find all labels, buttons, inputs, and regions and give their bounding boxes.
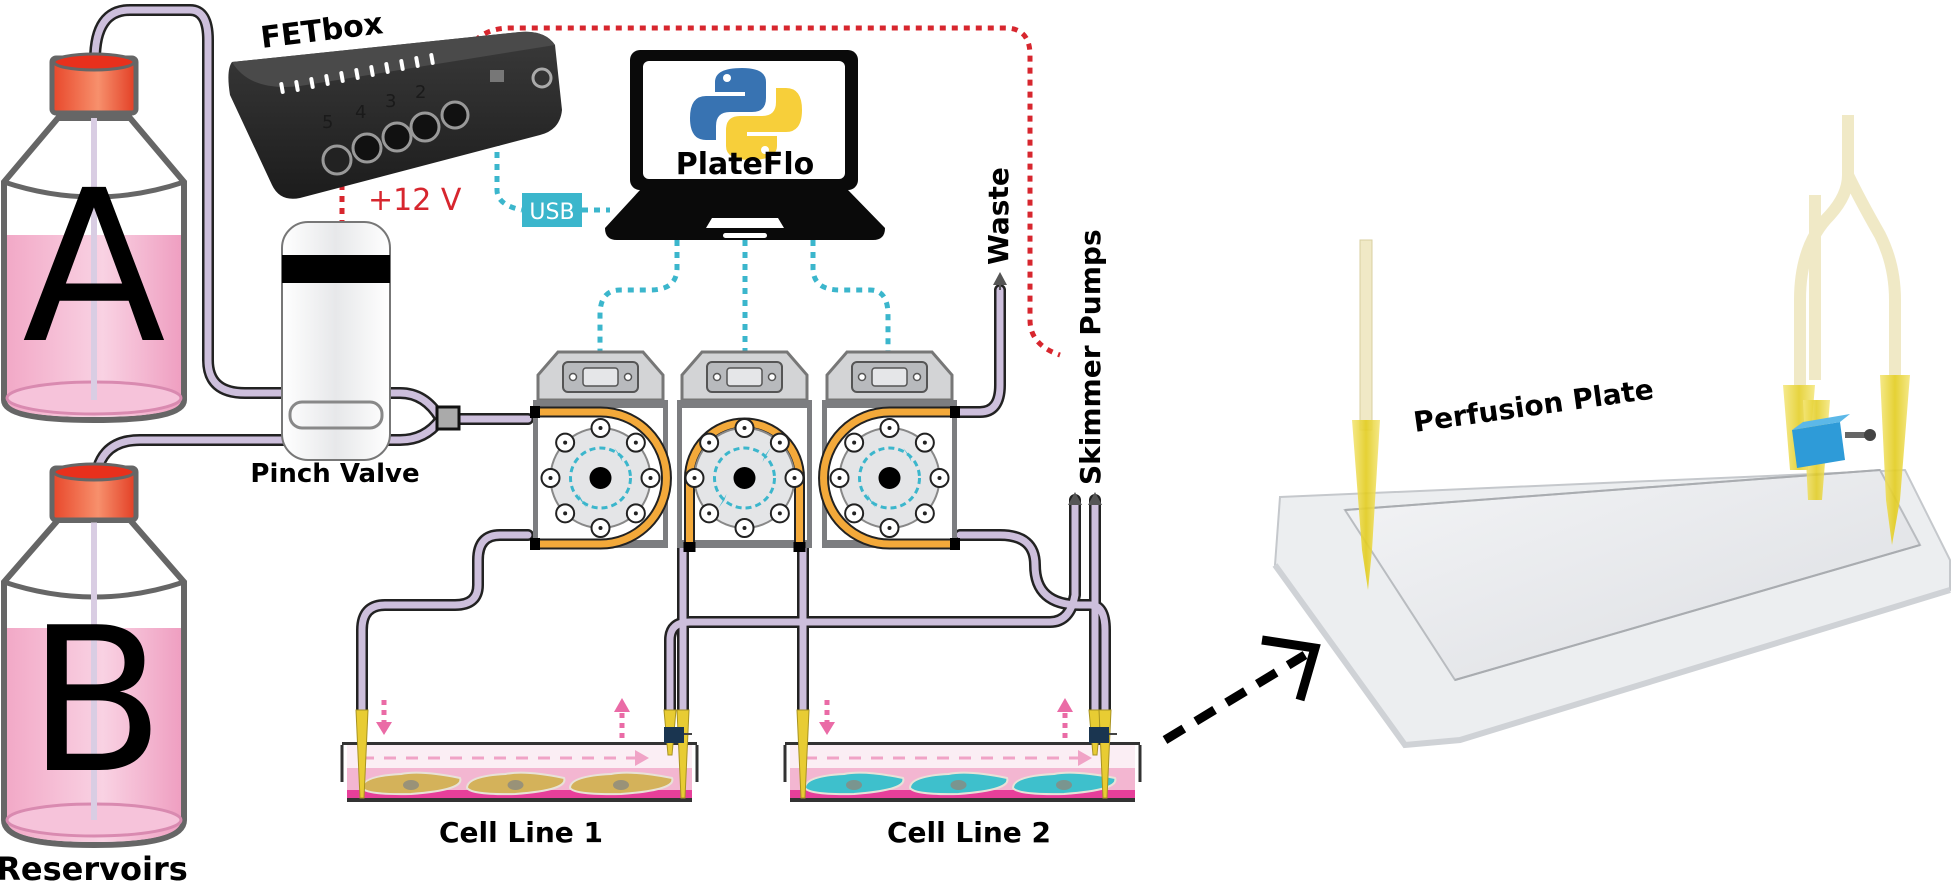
rotation-arrow-icon [718,494,727,508]
svg-text:USB: USB [529,200,574,225]
fetbox-port-1 [440,100,470,130]
python-logo-icon [690,68,802,160]
skimmer-clip [1089,727,1109,743]
svg-text:3: 3 [385,91,396,112]
arrow-head-icon [1261,635,1321,702]
pump-2 [677,350,812,552]
cell-line-1-label: Cell Line 1 [439,816,603,849]
waste-arrow-icon [993,272,1007,285]
skimmer-clip [664,727,684,743]
fetbox-ports: 5 4 3 2 [321,82,470,176]
data-line-fetbox-to-usb [494,80,523,213]
rotation-arrow-icon [614,448,623,462]
fetbox-vents [279,53,435,94]
rotor-hub-icon [878,467,901,489]
reservoir-bottle-b: B [1,462,187,849]
perfusion-plate-label: Perfusion Plate [1411,373,1655,439]
skimmer-arrow-icon-2 [1088,492,1102,505]
rotor-hub-icon [589,467,612,489]
pinch-valve [281,221,391,461]
tubing [89,4,1111,716]
waste-outlet: Waste [982,167,1015,290]
plateflo-software-label: PlateFlo [676,147,815,182]
fetbox-device: 5 4 3 2 [228,31,562,199]
fetbox-port-3: 3 [381,91,413,153]
data-line-laptop-to-pump-1 [597,240,680,352]
svg-text:4: 4 [355,102,366,123]
perfusion-plate-render: Perfusion Plate [1272,115,1951,749]
laptop-computer: PlateFlo [605,50,885,240]
data-line-laptop-to-pump-3 [810,240,891,352]
rotation-arrow-icon [578,494,587,508]
usb-badge: USB [522,193,582,227]
rotation-arrow-icon [903,448,912,462]
pipette-tip [355,709,369,799]
svg-text:2: 2 [415,82,426,103]
skimmer-pumps-outlet: Skimmer Pumps [1068,229,1107,505]
reservoir-bottle-a: A [0,52,187,424]
voltage-label: +12 V [368,183,462,218]
reservoir-a-letter: A [22,145,166,390]
skimmer-arrow-icon-1 [1068,492,1082,505]
tube-y-connector [435,405,461,431]
data-lines [494,80,891,352]
cell-line-1-dish [340,698,699,802]
peristaltic-pumps [530,350,960,552]
cell-line-2-label: Cell Line 2 [887,816,1051,849]
pinch-valve-label: Pinch Valve [250,459,419,489]
plate-skimmer-clip [1792,414,1876,468]
reservoir-b-letter: B [27,585,164,818]
pipette-tip [796,709,810,799]
fetbox-usb-port [490,70,504,82]
pump-1 [530,350,672,550]
svg-text:5: 5 [322,112,333,133]
fetbox-port-4: 4 [351,102,383,164]
rotor-hub-icon [733,467,756,489]
waste-label: Waste [982,167,1015,265]
laptop-touchpad [706,218,784,228]
fetbox-power-jack [531,67,553,89]
reservoirs-label: Reservoirs [0,850,188,886]
laptop-base [605,190,885,240]
skimmer-pumps-label: Skimmer Pumps [1074,229,1107,485]
pinch-valve-band [282,255,390,283]
plate-inlet-tube-left [1352,239,1380,590]
rotation-arrow-icon [762,448,771,462]
fetbox-port-5: 5 [321,112,353,176]
pump-3 [818,350,960,550]
cell-line-2-dish [783,698,1142,802]
pinch-valve-slot [288,400,384,430]
fetbox-port-2: 2 [409,82,441,143]
dashed-arrow-to-plate [1162,635,1321,744]
rotation-arrow-icon [867,494,876,508]
